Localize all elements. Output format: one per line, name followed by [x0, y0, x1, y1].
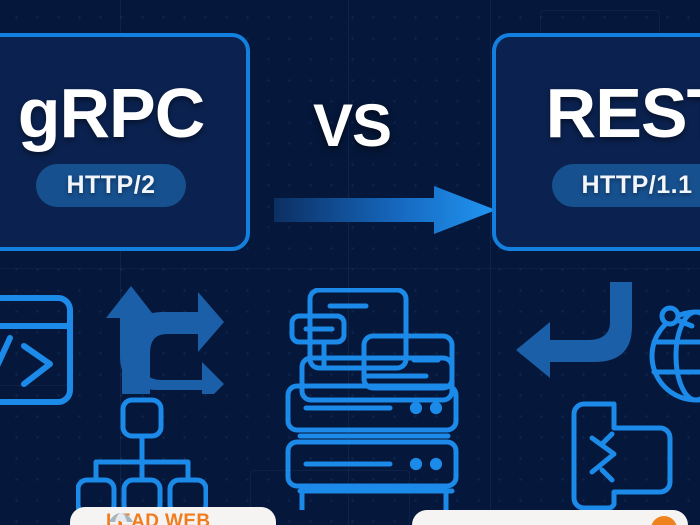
terminal-icon: [571, 401, 673, 511]
background-vertical-line: [348, 0, 349, 525]
background-vertical-line: [120, 0, 121, 525]
rest-protocol-pill: HTTP/1.1: [551, 163, 700, 207]
curved-arrow-down-left-icon: [516, 282, 632, 378]
umbrella-logo-icon: [109, 513, 133, 525]
secondary-banner[interactable]: [412, 510, 688, 525]
rest-card: REST HTTP/1.1: [492, 33, 700, 251]
globe-icon: [649, 305, 700, 403]
code-window-icon: [0, 295, 73, 405]
rest-title: REST: [545, 73, 700, 152]
right-arrow-icon: [274, 186, 496, 234]
grpc-title: gRPC: [17, 73, 206, 152]
brand-banner[interactable]: LEAD WEB: [70, 507, 276, 525]
grpc-card: gRPC HTTP/2: [0, 33, 250, 251]
background-circuit-shape: [250, 470, 410, 525]
versus-label: VS: [312, 91, 392, 159]
server-stack-icon: [285, 288, 459, 510]
orange-circle-icon: [651, 516, 677, 525]
sitemap-icon: [76, 397, 208, 512]
background-vertical-line: [490, 0, 491, 525]
curved-arrow-up-right-icon: [106, 286, 224, 394]
background-horizontal-line: [0, 268, 700, 269]
grpc-protocol-pill: HTTP/2: [36, 163, 186, 207]
